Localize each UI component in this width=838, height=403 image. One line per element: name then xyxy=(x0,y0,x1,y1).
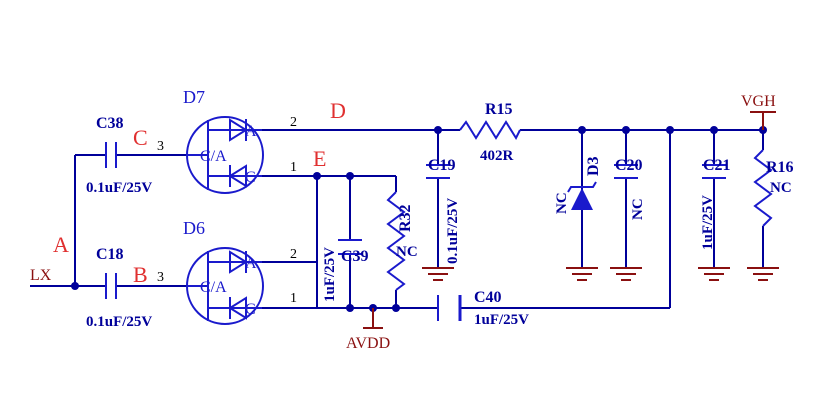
dual-diode-d7 xyxy=(186,116,264,194)
label-c39: C39 xyxy=(341,248,369,265)
label-d6: D6 xyxy=(183,218,205,238)
pin-d7-ca: C/A xyxy=(200,148,227,165)
label-r32-value: NC xyxy=(396,244,418,260)
net-avdd: AVDD xyxy=(346,335,390,352)
label-c20: C20 xyxy=(615,157,643,174)
label-r15: R15 xyxy=(485,101,513,118)
label-c18: C18 xyxy=(96,246,124,263)
label-c20-value: NC xyxy=(630,198,646,220)
node-b: B xyxy=(133,262,148,287)
pin-d6-3: 3 xyxy=(157,270,164,285)
resistor-r32 xyxy=(386,191,406,291)
node-c: C xyxy=(133,125,148,150)
wires xyxy=(30,129,764,309)
label-r16: R16 xyxy=(766,159,794,176)
resistor-r16 xyxy=(753,149,773,227)
avdd-rail xyxy=(363,308,383,329)
label-d3-value: NC xyxy=(554,192,570,214)
label-c40: C40 xyxy=(474,289,502,306)
pin-d6-c: C xyxy=(245,301,256,318)
dual-diode-d6 xyxy=(186,247,264,325)
node-e: E xyxy=(313,146,326,171)
capacitor-c20 xyxy=(614,164,638,179)
node-a: A xyxy=(53,232,69,257)
capacitor-c40 xyxy=(437,295,462,321)
resistor-r15 xyxy=(459,120,521,141)
pin-d6-2: 2 xyxy=(290,247,297,262)
vgh-rail xyxy=(750,111,776,130)
pin-d7-2: 2 xyxy=(290,115,297,130)
net-vgh: VGH xyxy=(741,93,776,110)
capacitor-c18 xyxy=(105,273,117,299)
label-c18-value: 0.1uF/25V xyxy=(86,314,152,330)
label-c38-value: 0.1uF/25V xyxy=(86,180,152,196)
label-c19-value: 0.1uF/25V xyxy=(445,198,461,264)
capacitor-c39 xyxy=(338,239,362,255)
label-c38: C38 xyxy=(96,115,124,132)
pin-d6-1: 1 xyxy=(290,291,297,306)
label-c40-value: 1uF/25V xyxy=(474,312,529,328)
label-c21: C21 xyxy=(703,157,731,174)
label-c19: C19 xyxy=(428,157,456,174)
label-r15-value: 402R xyxy=(480,148,514,164)
pin-d6-ca: C/A xyxy=(200,279,227,296)
pin-d7-c: C xyxy=(245,169,256,186)
pin-d7-a: A xyxy=(245,123,257,140)
label-d7: D7 xyxy=(183,87,205,107)
net-lx: LX xyxy=(30,267,52,284)
zener-diode-d3 xyxy=(567,181,597,210)
label-r32: R32 xyxy=(397,204,414,232)
junctions xyxy=(71,126,767,312)
label-d3: D3 xyxy=(585,156,602,176)
pin-d7-1: 1 xyxy=(290,160,297,175)
label-c39-value: 1uF/25V xyxy=(322,247,338,302)
pin-d7-3: 3 xyxy=(157,139,164,154)
label-r16-value: NC xyxy=(770,180,792,196)
capacitor-c21 xyxy=(702,164,726,179)
label-c21-value: 1uF/25V xyxy=(700,195,716,250)
ground-symbols xyxy=(422,267,779,281)
capacitor-c38 xyxy=(105,142,117,168)
node-d: D xyxy=(330,98,346,123)
pin-d6-a: A xyxy=(245,255,257,272)
capacitor-c19 xyxy=(426,164,450,179)
